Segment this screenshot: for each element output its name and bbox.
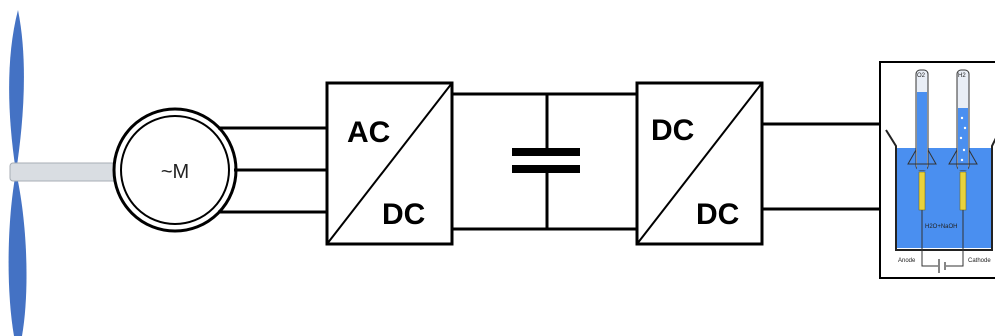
turbine-blade-bottom — [8, 172, 27, 336]
oxygen-tube-liquid — [917, 92, 927, 170]
capacitor-plate-top — [512, 148, 580, 156]
dc-converter-input-label: DC — [651, 114, 694, 147]
dc-converter-output-label: DC — [696, 198, 739, 231]
dc-converter-diagonal — [636, 82, 763, 245]
dc-dc-converter: DC DC — [635, 81, 764, 246]
hydrogen-tube-neck — [948, 149, 978, 165]
generator: ~M — [112, 107, 238, 233]
tank-walls — [885, 129, 995, 251]
dc-link — [452, 92, 637, 231]
generator-label: ~M — [161, 161, 189, 183]
generator-inner-ring — [120, 115, 230, 225]
rectifier-output-label: DC — [382, 198, 425, 231]
three-phase-lines — [218, 126, 327, 214]
oxygen-tube-neck — [907, 149, 937, 165]
electrolyzer: O2 H2 H2O+NaOH Anode Cathode — [879, 61, 995, 279]
cathode-electrode — [959, 171, 967, 211]
external-circuit — [921, 210, 964, 267]
hydrogen-tube-liquid — [958, 108, 968, 170]
turbine-blade-top — [9, 10, 24, 172]
rectifier-diagonal — [326, 82, 453, 245]
capacitor-plate-bottom — [512, 165, 580, 173]
output-lines — [762, 122, 880, 211]
rectifier-input-label: AC — [347, 116, 390, 149]
electrolyte-tank — [896, 148, 992, 248]
hydrogen-bubbles — [959, 116, 967, 162]
capacitor-symbol — [512, 148, 580, 173]
oxygen-tube-label: O2 — [917, 73, 926, 79]
ac-dc-rectifier: AC DC — [325, 81, 454, 246]
electrolyte-label: H2O+NaOH — [925, 224, 958, 230]
turbine-shaft — [9, 162, 121, 182]
anode-label: Anode — [898, 258, 916, 264]
anode-electrode — [918, 171, 926, 211]
hydrogen-tube-label: H2 — [958, 73, 966, 79]
cathode-label: Cathode — [968, 258, 991, 264]
turbine-rotor — [8, 10, 121, 336]
